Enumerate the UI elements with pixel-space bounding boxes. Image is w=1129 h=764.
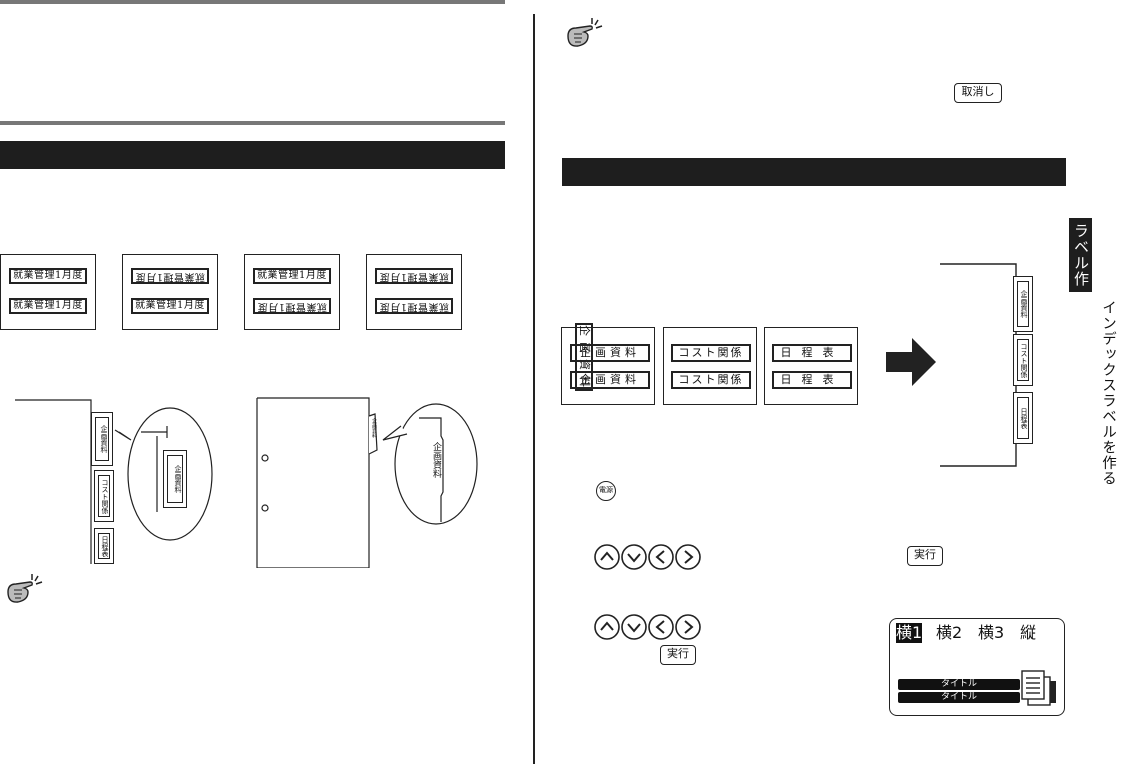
lcd-mode-3: 横3 [978,623,1005,642]
vertical-label-1: 企画資料 企画資料 [561,323,655,405]
power-key: 電源 [596,481,616,501]
binder-tab-3: 日程表 [94,528,114,564]
sample-label-3: 就業管理1月度 就業管理1月度 [244,254,340,330]
sample-label-3-bottom: 就業管理1月度 [253,298,331,314]
binder-tab-1: 企画資料 [91,412,113,466]
chapter-title: インデックスラベルを作る [1100,300,1116,486]
sample-label-1-top: 就業管理1月度 [9,268,87,284]
file-tab-zoom: 企画資料 [431,442,441,478]
cancel-key: 取消し [954,83,1002,103]
lcd-mode-4: 縦 [1020,623,1037,642]
sample-label-2-bottom: 就業管理1月度 [131,298,209,314]
sample-label-4: 就業管理1月度 就業管理1月度 [366,254,462,330]
vlabel-strip-2b: コスト関係 [671,371,751,389]
execute-key-1: 実行 [907,546,943,566]
cursor-keys-icon-2 [594,614,701,640]
sample-label-4-bottom: 就業管理1月度 [375,298,453,314]
cursor-keys-icon [594,544,701,570]
section-heading-bar-right [562,158,1066,186]
execute-key-2: 実行 [660,645,696,665]
binder-tab-2: コスト関係 [94,470,114,522]
sample-label-4-top: 就業管理1月度 [375,268,453,284]
vlabel-strip-1a: 企画資料 [570,344,650,362]
vlabel-strip-3a: 日程表 [772,344,852,362]
binder-zoom-tab: 企画資料 [163,450,187,508]
column-divider [533,14,535,764]
section-rule [0,121,505,125]
pointing-hand-icon [7,574,43,603]
file-folder-illustration [256,397,478,568]
vlabel-strip-3b: 日程表 [772,371,852,389]
result-binder [940,263,1017,467]
lcd-mode-2: 横2 [936,623,963,642]
right-arrow-icon [886,338,936,386]
pointing-hand-icon-right [567,18,603,47]
result-tab-2: コスト関係 [1013,334,1033,386]
result-tab-1: 企画資料 [1013,276,1033,332]
sample-label-2-top: 就業管理1月度 [131,268,209,284]
vlabel-strip-2a: コスト関係 [671,344,751,362]
vlabel-strip-1b: 企画資料 [570,371,650,389]
top-rule [0,0,505,4]
section-heading-bar-left [0,141,505,169]
sample-label-1-bottom: 就業管理1月度 [9,298,87,314]
lcd-display: 横1 横2 横3 縦 タイトル タイトル [889,618,1065,716]
result-tab-3: 日程表 [1013,392,1033,444]
sample-label-2: 就業管理1月度 就業管理1月度 [122,254,218,330]
lcd-title-row-2: タイトル [898,692,1020,703]
lcd-mode-1: 横1 [896,623,923,643]
file-tab-small: 企画資料 [371,418,377,438]
sample-label-1: 就業管理1月度 就業管理1月度 [0,254,96,330]
document-stack-icon [1021,670,1056,706]
sample-label-3-top: 就業管理1月度 [253,268,331,284]
section-tab: ラベル作成編 [1049,218,1092,292]
lcd-title-row-1: タイトル [898,679,1020,690]
vertical-label-2 [663,327,757,405]
vertical-label-3 [764,327,858,405]
